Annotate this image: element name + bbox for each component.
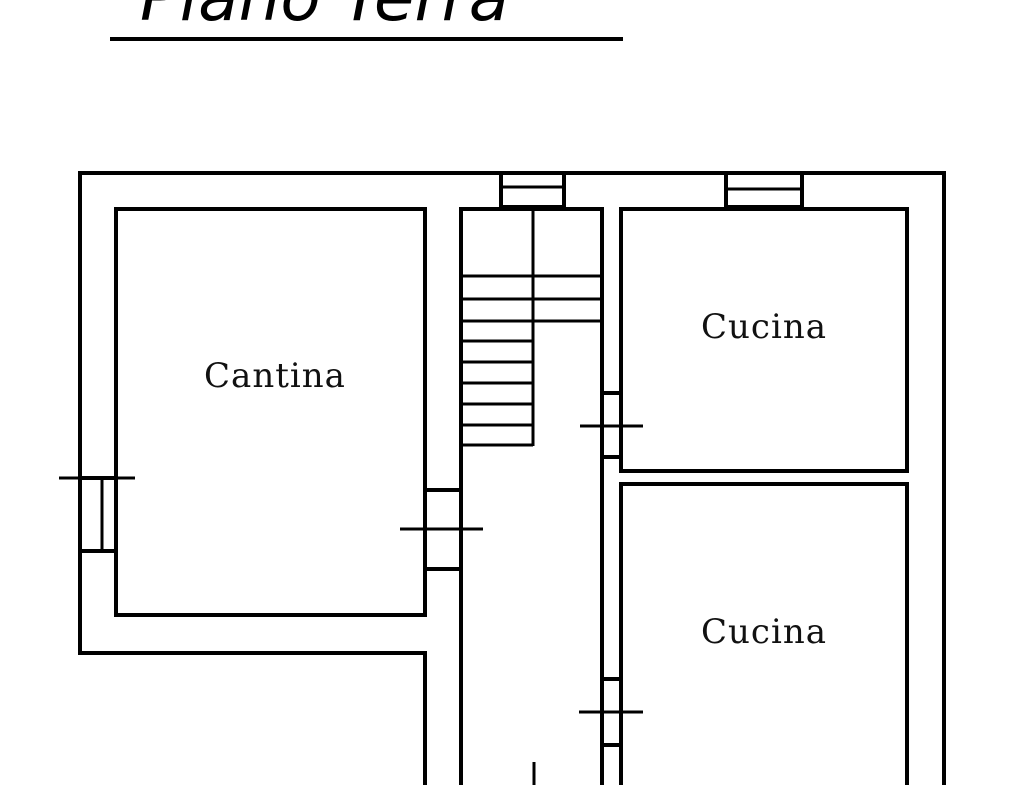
- title-block: Piano Terra: [110, 0, 623, 41]
- outer-wall: [78, 171, 946, 785]
- door-cucina-2: [579, 677, 643, 747]
- label-cantina: Cantina: [204, 356, 346, 396]
- room-cantina: [114, 207, 427, 617]
- left-wing-wall: [78, 651, 427, 785]
- door-cantina: [400, 488, 483, 571]
- outer-walls: [78, 171, 946, 785]
- left-window: [59, 476, 135, 553]
- top-window-1: [499, 171, 566, 209]
- label-cucina-2: Cucina: [701, 612, 827, 652]
- label-cucina-1: Cucina: [701, 307, 827, 347]
- door-cucina-1: [580, 391, 643, 459]
- plan-title: Piano Terra: [140, 0, 509, 36]
- staircase: [461, 209, 602, 447]
- top-window-2: [724, 171, 804, 209]
- room-cucina-2: [619, 482, 909, 785]
